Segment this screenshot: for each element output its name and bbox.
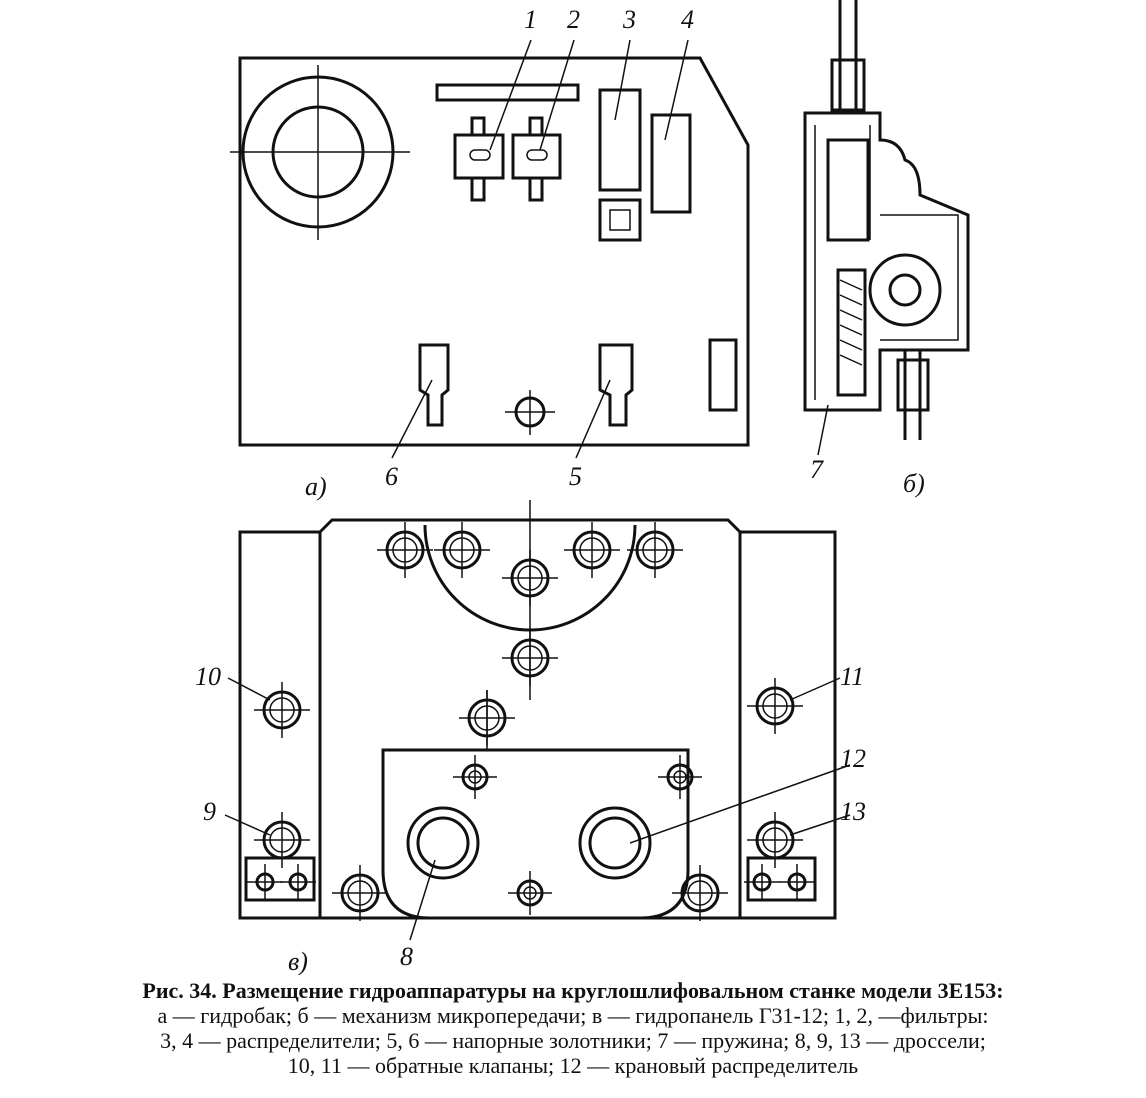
center-mark: [672, 865, 728, 921]
label-a: а): [305, 472, 327, 501]
center-mark: [508, 871, 552, 915]
distributor-4: [650, 113, 692, 214]
center-mark: [254, 682, 310, 738]
label-12: 12: [840, 744, 866, 773]
center-mark: [747, 678, 803, 734]
center-mark: [627, 522, 683, 578]
center-mark: [453, 755, 497, 799]
center-mark: [779, 864, 815, 900]
label-v: в): [288, 947, 308, 975]
filter-1: [453, 116, 505, 202]
label-b: б): [903, 469, 925, 498]
view-a-tank: [230, 39, 750, 459]
distributor-3: [598, 88, 642, 192]
center-mark: [747, 812, 803, 868]
caption-title: Рис. 34. Размещение гидроаппаратуры на к…: [142, 978, 1004, 1003]
label-11: 11: [840, 662, 864, 691]
center-mark: [280, 864, 316, 900]
label-10: 10: [195, 662, 221, 691]
caption-line: 10, 11 — обратные клапаны; 12 — крановый…: [287, 1053, 859, 1078]
center-mark: [332, 865, 388, 921]
label-1: 1: [524, 5, 537, 34]
label-7: 7: [810, 455, 824, 484]
label-2: 2: [567, 5, 580, 34]
caption-line: а — гидробак; б — механизм микропередачи…: [157, 1003, 989, 1028]
hydraulic-drawing: 1 2 3 4 а) 6 5 7 б) 10 11 12 9 13 в) 8: [195, 0, 970, 975]
figure-caption: Рис. 34. Размещение гидроаппаратуры на к…: [0, 978, 1146, 1078]
label-9: 9: [203, 797, 216, 826]
center-mark: [247, 864, 283, 900]
view-b-micro-feed: [803, 0, 970, 456]
center-mark: [744, 864, 780, 900]
center-mark: [502, 550, 558, 606]
center-mark: [254, 812, 310, 868]
center-mark: [564, 522, 620, 578]
view-v-panel: [224, 500, 851, 941]
label-6: 6: [385, 462, 398, 491]
label-3: 3: [622, 5, 636, 34]
label-4: 4: [681, 5, 694, 34]
pressure-valve-5: [598, 343, 634, 427]
center-mark: [459, 690, 515, 746]
label-13: 13: [840, 797, 866, 826]
pressure-valve-6: [418, 343, 450, 427]
center-mark: [502, 630, 558, 686]
label-5: 5: [569, 462, 582, 491]
center-mark: [434, 522, 490, 578]
label-8: 8: [400, 942, 413, 971]
center-mark: [377, 522, 433, 578]
caption-line: 3, 4 — распределители; 5, 6 — напорные з…: [160, 1028, 986, 1053]
center-mark: [658, 755, 702, 799]
filter-2: [511, 116, 562, 202]
